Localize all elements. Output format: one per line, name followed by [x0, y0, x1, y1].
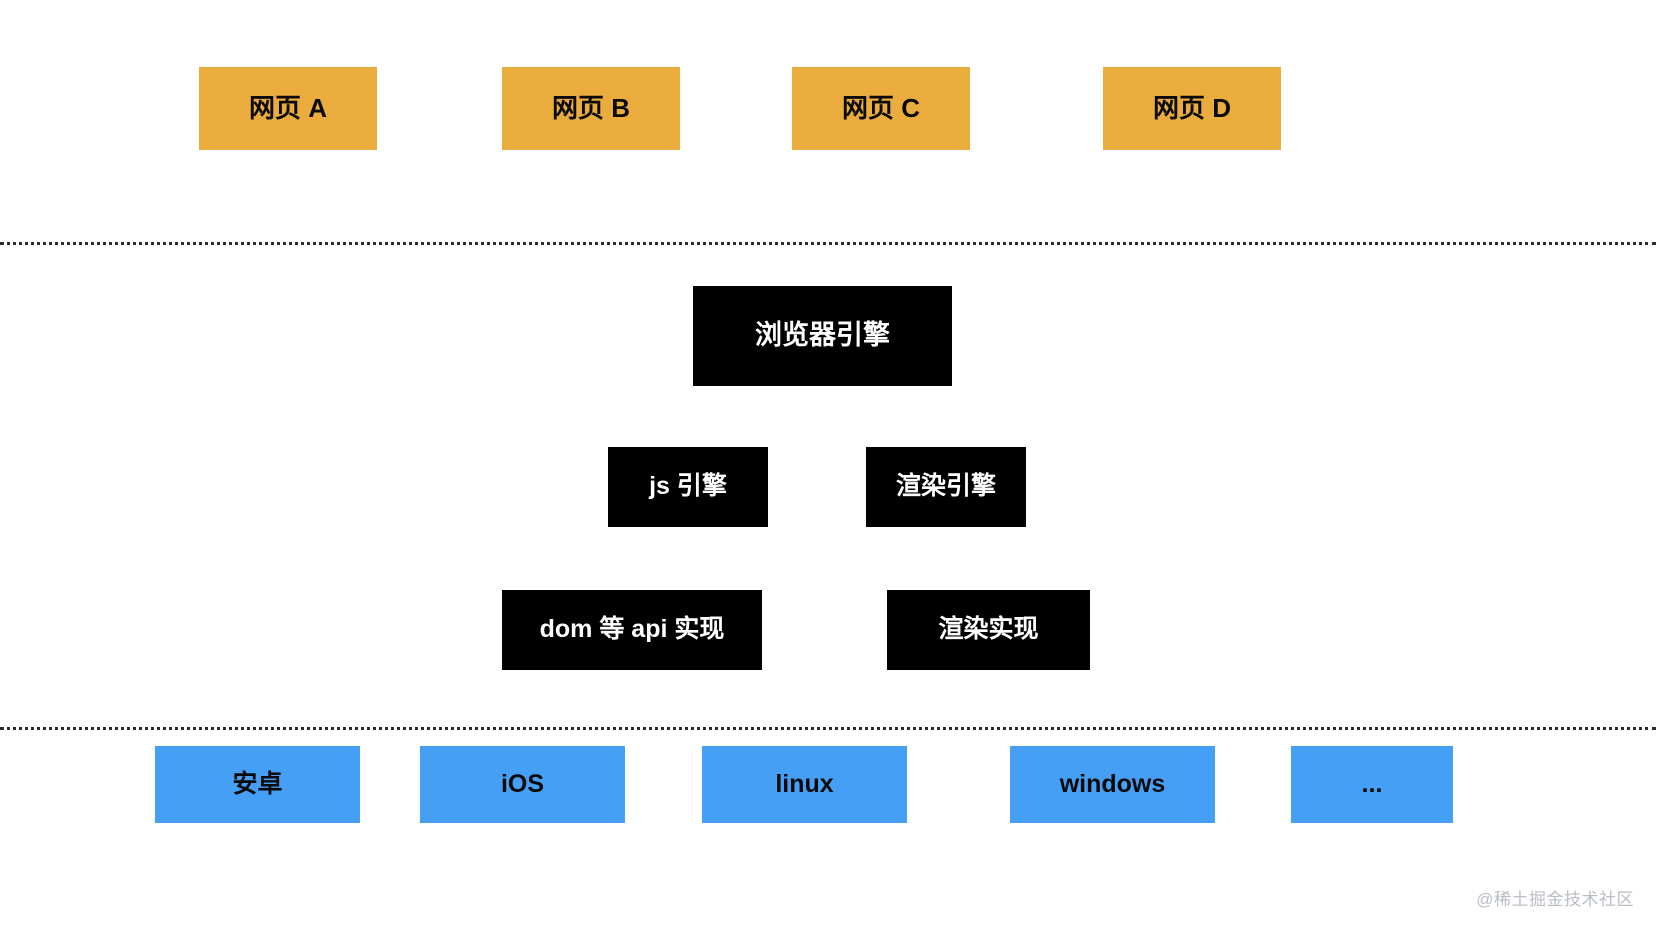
webpage-box-b: 网页 B — [502, 67, 680, 150]
webpage-box-d: 网页 D — [1103, 67, 1281, 150]
js-engine-label: js 引擎 — [649, 472, 727, 501]
dom-api-impl-label: dom 等 api 实现 — [539, 615, 725, 644]
os-box-windows-label: windows — [1059, 769, 1166, 798]
render-impl-box: 渲染实现 — [887, 590, 1090, 670]
os-box-linux: linux — [702, 746, 907, 823]
os-box-linux-label: linux — [775, 769, 834, 798]
render-engine-label: 渲染引擎 — [895, 472, 996, 501]
os-box-android: 安卓 — [155, 746, 360, 823]
divider-upper — [0, 242, 1656, 245]
os-box-more-label: ... — [1361, 769, 1383, 798]
divider-lower — [0, 727, 1656, 730]
render-impl-label: 渲染实现 — [938, 615, 1039, 644]
os-box-ios-label: iOS — [500, 769, 545, 798]
dom-api-impl-box: dom 等 api 实现 — [502, 590, 762, 670]
os-box-ios: iOS — [420, 746, 625, 823]
browser-engine-box: 浏览器引擎 — [693, 286, 952, 386]
webpage-box-a-label: 网页 A — [248, 93, 327, 124]
webpage-box-b-label: 网页 B — [551, 93, 630, 124]
browser-engine-label: 浏览器引擎 — [755, 320, 890, 351]
js-engine-box: js 引擎 — [608, 447, 768, 527]
os-box-more: ... — [1291, 746, 1453, 823]
os-box-android-label: 安卓 — [232, 769, 283, 798]
webpage-box-c: 网页 C — [792, 67, 970, 150]
webpage-box-d-label: 网页 D — [1152, 93, 1231, 124]
watermark: @稀土掘金技术社区 — [1476, 890, 1634, 909]
render-engine-box: 渲染引擎 — [866, 447, 1026, 527]
webpage-box-a: 网页 A — [199, 67, 377, 150]
os-box-windows: windows — [1010, 746, 1215, 823]
webpage-box-c-label: 网页 C — [841, 93, 920, 124]
